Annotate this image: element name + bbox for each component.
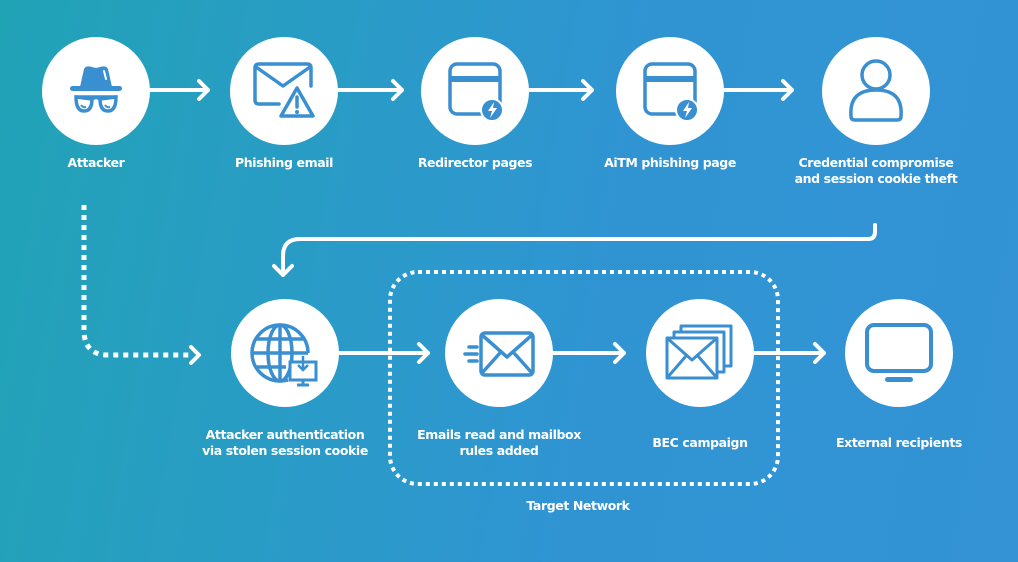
node-label-attacker-auth: Attacker authentication via stolen sessi…	[202, 427, 368, 458]
browser-lightning-icon	[448, 62, 504, 122]
envelope-fast-icon	[463, 331, 535, 377]
edge-redirector-to-aitm	[526, 79, 594, 101]
node-label-redirector-pages: Redirector pages	[417, 155, 533, 170]
node-label-external-recipients: External recipients	[836, 435, 962, 450]
edge-attacker-to-attacker-auth-dotted	[81, 205, 201, 365]
edge-aitm-to-credential	[720, 79, 794, 101]
node-label-emails-read: Emails read and mailbox rules added	[417, 427, 581, 458]
edge-credential-to-attacker-auth	[272, 223, 877, 277]
node-label-credential-compromise: Credential compromise and session cookie…	[794, 155, 958, 186]
node-aitm-page	[616, 37, 724, 145]
edge-attacker-auth-to-emails-read	[338, 342, 430, 364]
edge-bec-to-external	[750, 342, 826, 364]
user-icon	[849, 59, 903, 122]
stacked-envelopes-icon	[665, 324, 733, 380]
node-label-phishing-email: Phishing email	[234, 155, 334, 170]
edge-emails-read-to-bec	[550, 342, 626, 364]
node-attacker-auth	[231, 299, 339, 407]
browser-lightning-icon	[643, 62, 699, 122]
spy-hat-glasses-icon	[70, 66, 122, 113]
envelope-warning-icon	[253, 62, 315, 118]
node-attacker	[42, 37, 150, 145]
edge-phishing-email-to-redirector	[336, 79, 404, 101]
globe-download-icon	[250, 323, 318, 387]
node-credential-compromise	[822, 37, 930, 145]
target-network-label: Target Network	[526, 498, 630, 513]
monitor-icon	[865, 323, 933, 382]
node-label-bec-campaign: BEC campaign	[652, 435, 748, 450]
node-label-attacker: Attacker	[67, 155, 125, 170]
node-bec-campaign	[646, 299, 754, 407]
node-emails-read	[445, 299, 553, 407]
node-external-recipients	[845, 299, 953, 407]
node-redirector-pages	[421, 37, 529, 145]
edge-attacker-to-phishing-email	[148, 79, 210, 101]
node-label-aitm-page: AiTM phishing page	[604, 155, 736, 170]
node-phishing-email	[230, 37, 338, 145]
